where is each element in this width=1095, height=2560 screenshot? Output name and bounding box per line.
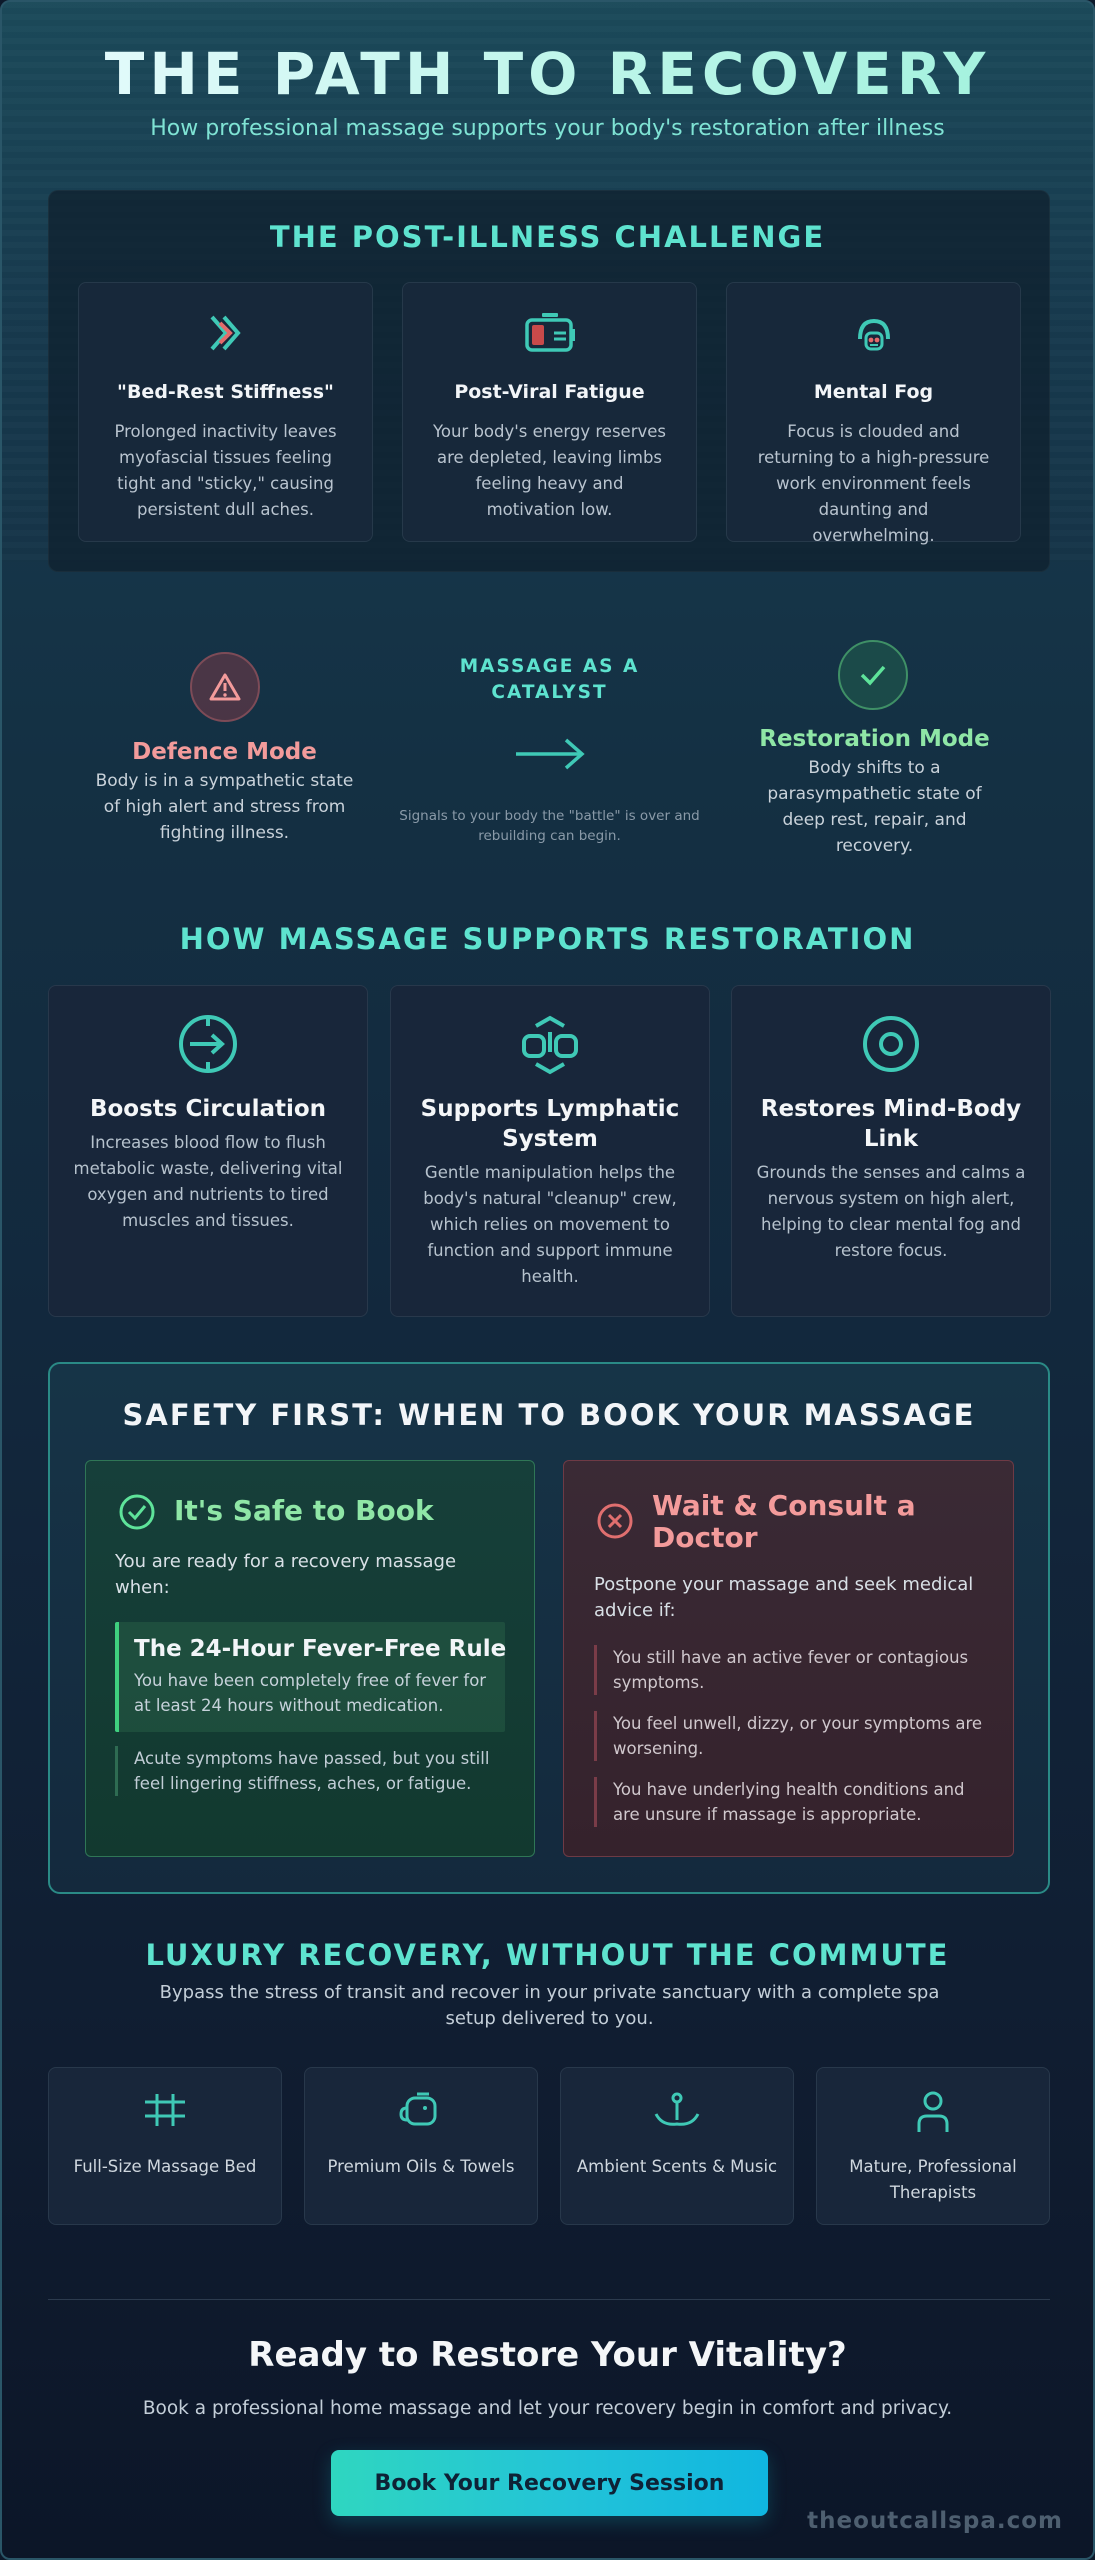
lymph-nodes-icon bbox=[391, 1012, 709, 1076]
how-card-title: Restores Mind-Body Link bbox=[760, 1096, 1022, 1152]
luxury-item-bed: Full-Size Massage Bed bbox=[48, 2067, 282, 2225]
fever-rule-desc: You have been completely free of fever f… bbox=[134, 1671, 487, 1715]
safe-to-book-title: It's Safe to Book bbox=[174, 1494, 434, 1527]
checkmark-icon bbox=[838, 640, 908, 710]
how-card-desc: Gentle manipulation helps the body's nat… bbox=[423, 1163, 677, 1286]
challenge-card-desc: Focus is clouded and returning to a high… bbox=[757, 422, 990, 545]
cta-desc: Book a professional home massage and let… bbox=[142, 2398, 953, 2419]
catalyst-note: Signals to your body the "battle" is ove… bbox=[399, 808, 700, 844]
catalyst-title: MASSAGE AS A CATALYST bbox=[459, 656, 640, 703]
how-card-desc: Grounds the senses and calms a nervous s… bbox=[756, 1163, 1026, 1260]
how-card-circulation: Boosts Circulation Increases blood flow … bbox=[48, 985, 368, 1317]
circulation-arrow-icon bbox=[49, 1012, 367, 1076]
challenge-card-fog: Mental Fog Focus is clouded and returnin… bbox=[726, 282, 1021, 545]
how-section-title: HOW MASSAGE SUPPORTS RESTORATION bbox=[179, 922, 916, 956]
scent-diffuser-icon bbox=[561, 2090, 793, 2134]
restoration-mode-desc: Body shifts to a parasympathetic state o… bbox=[767, 758, 982, 856]
challenge-section-title: THE POST-ILLNESS CHALLENGE bbox=[269, 220, 826, 254]
how-card-mind-body: Restores Mind-Body Link Grounds the sens… bbox=[731, 985, 1051, 1317]
x-circle-icon bbox=[596, 1502, 634, 1544]
low-battery-icon bbox=[403, 309, 696, 357]
safety-section-title: SAFETY FIRST: WHEN TO BOOK YOUR MASSAGE bbox=[122, 1398, 976, 1432]
wait-bullet: You have underlying health conditions an… bbox=[594, 1777, 994, 1827]
how-card-title: Supports Lymphatic System bbox=[420, 1096, 680, 1152]
arrow-right-icon bbox=[512, 734, 588, 778]
target-circle-icon bbox=[732, 1012, 1050, 1076]
luxury-item-label: Ambient Scents & Music bbox=[576, 2157, 778, 2176]
challenge-card-fatigue: Post-Viral Fatigue Your body's energy re… bbox=[402, 282, 697, 542]
challenge-card-title: Mental Fog bbox=[813, 381, 934, 403]
defence-mode-desc: Body is in a sympathetic state of high a… bbox=[95, 771, 354, 843]
challenge-card-desc: Prolonged inactivity leaves myofascial t… bbox=[114, 422, 337, 519]
hero-title: THE PATH TO RECOVERY bbox=[2, 40, 1093, 108]
massage-bed-icon bbox=[49, 2090, 281, 2134]
challenge-card-title: Post-Viral Fatigue bbox=[454, 381, 645, 403]
safe-to-book-intro: You are ready for a recovery massage whe… bbox=[115, 1551, 457, 1598]
check-circle-icon bbox=[118, 1493, 156, 1535]
wait-consult-box bbox=[563, 1460, 1014, 1857]
challenge-card-title: "Bed-Rest Stiffness" bbox=[117, 381, 334, 403]
wait-consult-title: Wait & Consult a Doctor bbox=[652, 1489, 916, 1554]
luxury-section-title: LUXURY RECOVERY, WITHOUT THE COMMUTE bbox=[145, 1938, 950, 1972]
defence-mode-title: Defence Mode bbox=[132, 739, 317, 765]
luxury-item-label: Mature, Professional Therapists bbox=[849, 2157, 1017, 2202]
brain-head-icon bbox=[727, 309, 1020, 357]
how-card-desc: Increases blood flow to flush metabolic … bbox=[73, 1133, 343, 1230]
warning-triangle-icon bbox=[190, 652, 260, 722]
luxury-item-scents: Ambient Scents & Music bbox=[560, 2067, 794, 2225]
wait-bullet: You feel unwell, dizzy, or your symptoms… bbox=[594, 1711, 994, 1761]
book-recovery-session-button[interactable]: Book Your Recovery Session bbox=[331, 2450, 768, 2516]
luxury-item-oils: Premium Oils & Towels bbox=[304, 2067, 538, 2225]
fever-rule-title: The 24-Hour Fever-Free Rule bbox=[134, 1636, 507, 1662]
luxury-item-label: Full-Size Massage Bed bbox=[73, 2157, 257, 2176]
luxury-desc: Bypass the stress of transit and recover… bbox=[159, 1982, 940, 2029]
therapist-person-icon bbox=[817, 2090, 1049, 2134]
challenge-card-stiffness: "Bed-Rest Stiffness" Prolonged inactivit… bbox=[78, 282, 373, 542]
cta-title: Ready to Restore Your Vitality? bbox=[248, 2335, 847, 2375]
how-card-lymphatic: Supports Lymphatic System Gentle manipul… bbox=[390, 985, 710, 1317]
fever-rule-callout bbox=[115, 1622, 505, 1732]
challenge-card-desc: Your body's energy reserves are depleted… bbox=[432, 422, 666, 519]
watermark: theoutcallspa.com bbox=[807, 2508, 1063, 2534]
safe-bullet: Acute symptoms have passed, but you stil… bbox=[115, 1746, 515, 1796]
safe-to-book-box bbox=[85, 1460, 535, 1857]
how-card-title: Boosts Circulation bbox=[89, 1096, 327, 1122]
luxury-item-label: Premium Oils & Towels bbox=[327, 2157, 515, 2176]
wait-bullet: You still have an active fever or contag… bbox=[594, 1645, 994, 1695]
luxury-item-therapists: Mature, Professional Therapists bbox=[816, 2067, 1050, 2225]
hero-subtitle: How professional massage supports your b… bbox=[150, 116, 945, 141]
chevrons-right-icon bbox=[79, 309, 372, 357]
wait-consult-intro: Postpone your massage and seek medical a… bbox=[594, 1574, 974, 1621]
restoration-mode-title: Restoration Mode bbox=[759, 726, 990, 752]
section-divider bbox=[48, 2299, 1050, 2300]
oil-bottle-icon bbox=[305, 2090, 537, 2134]
